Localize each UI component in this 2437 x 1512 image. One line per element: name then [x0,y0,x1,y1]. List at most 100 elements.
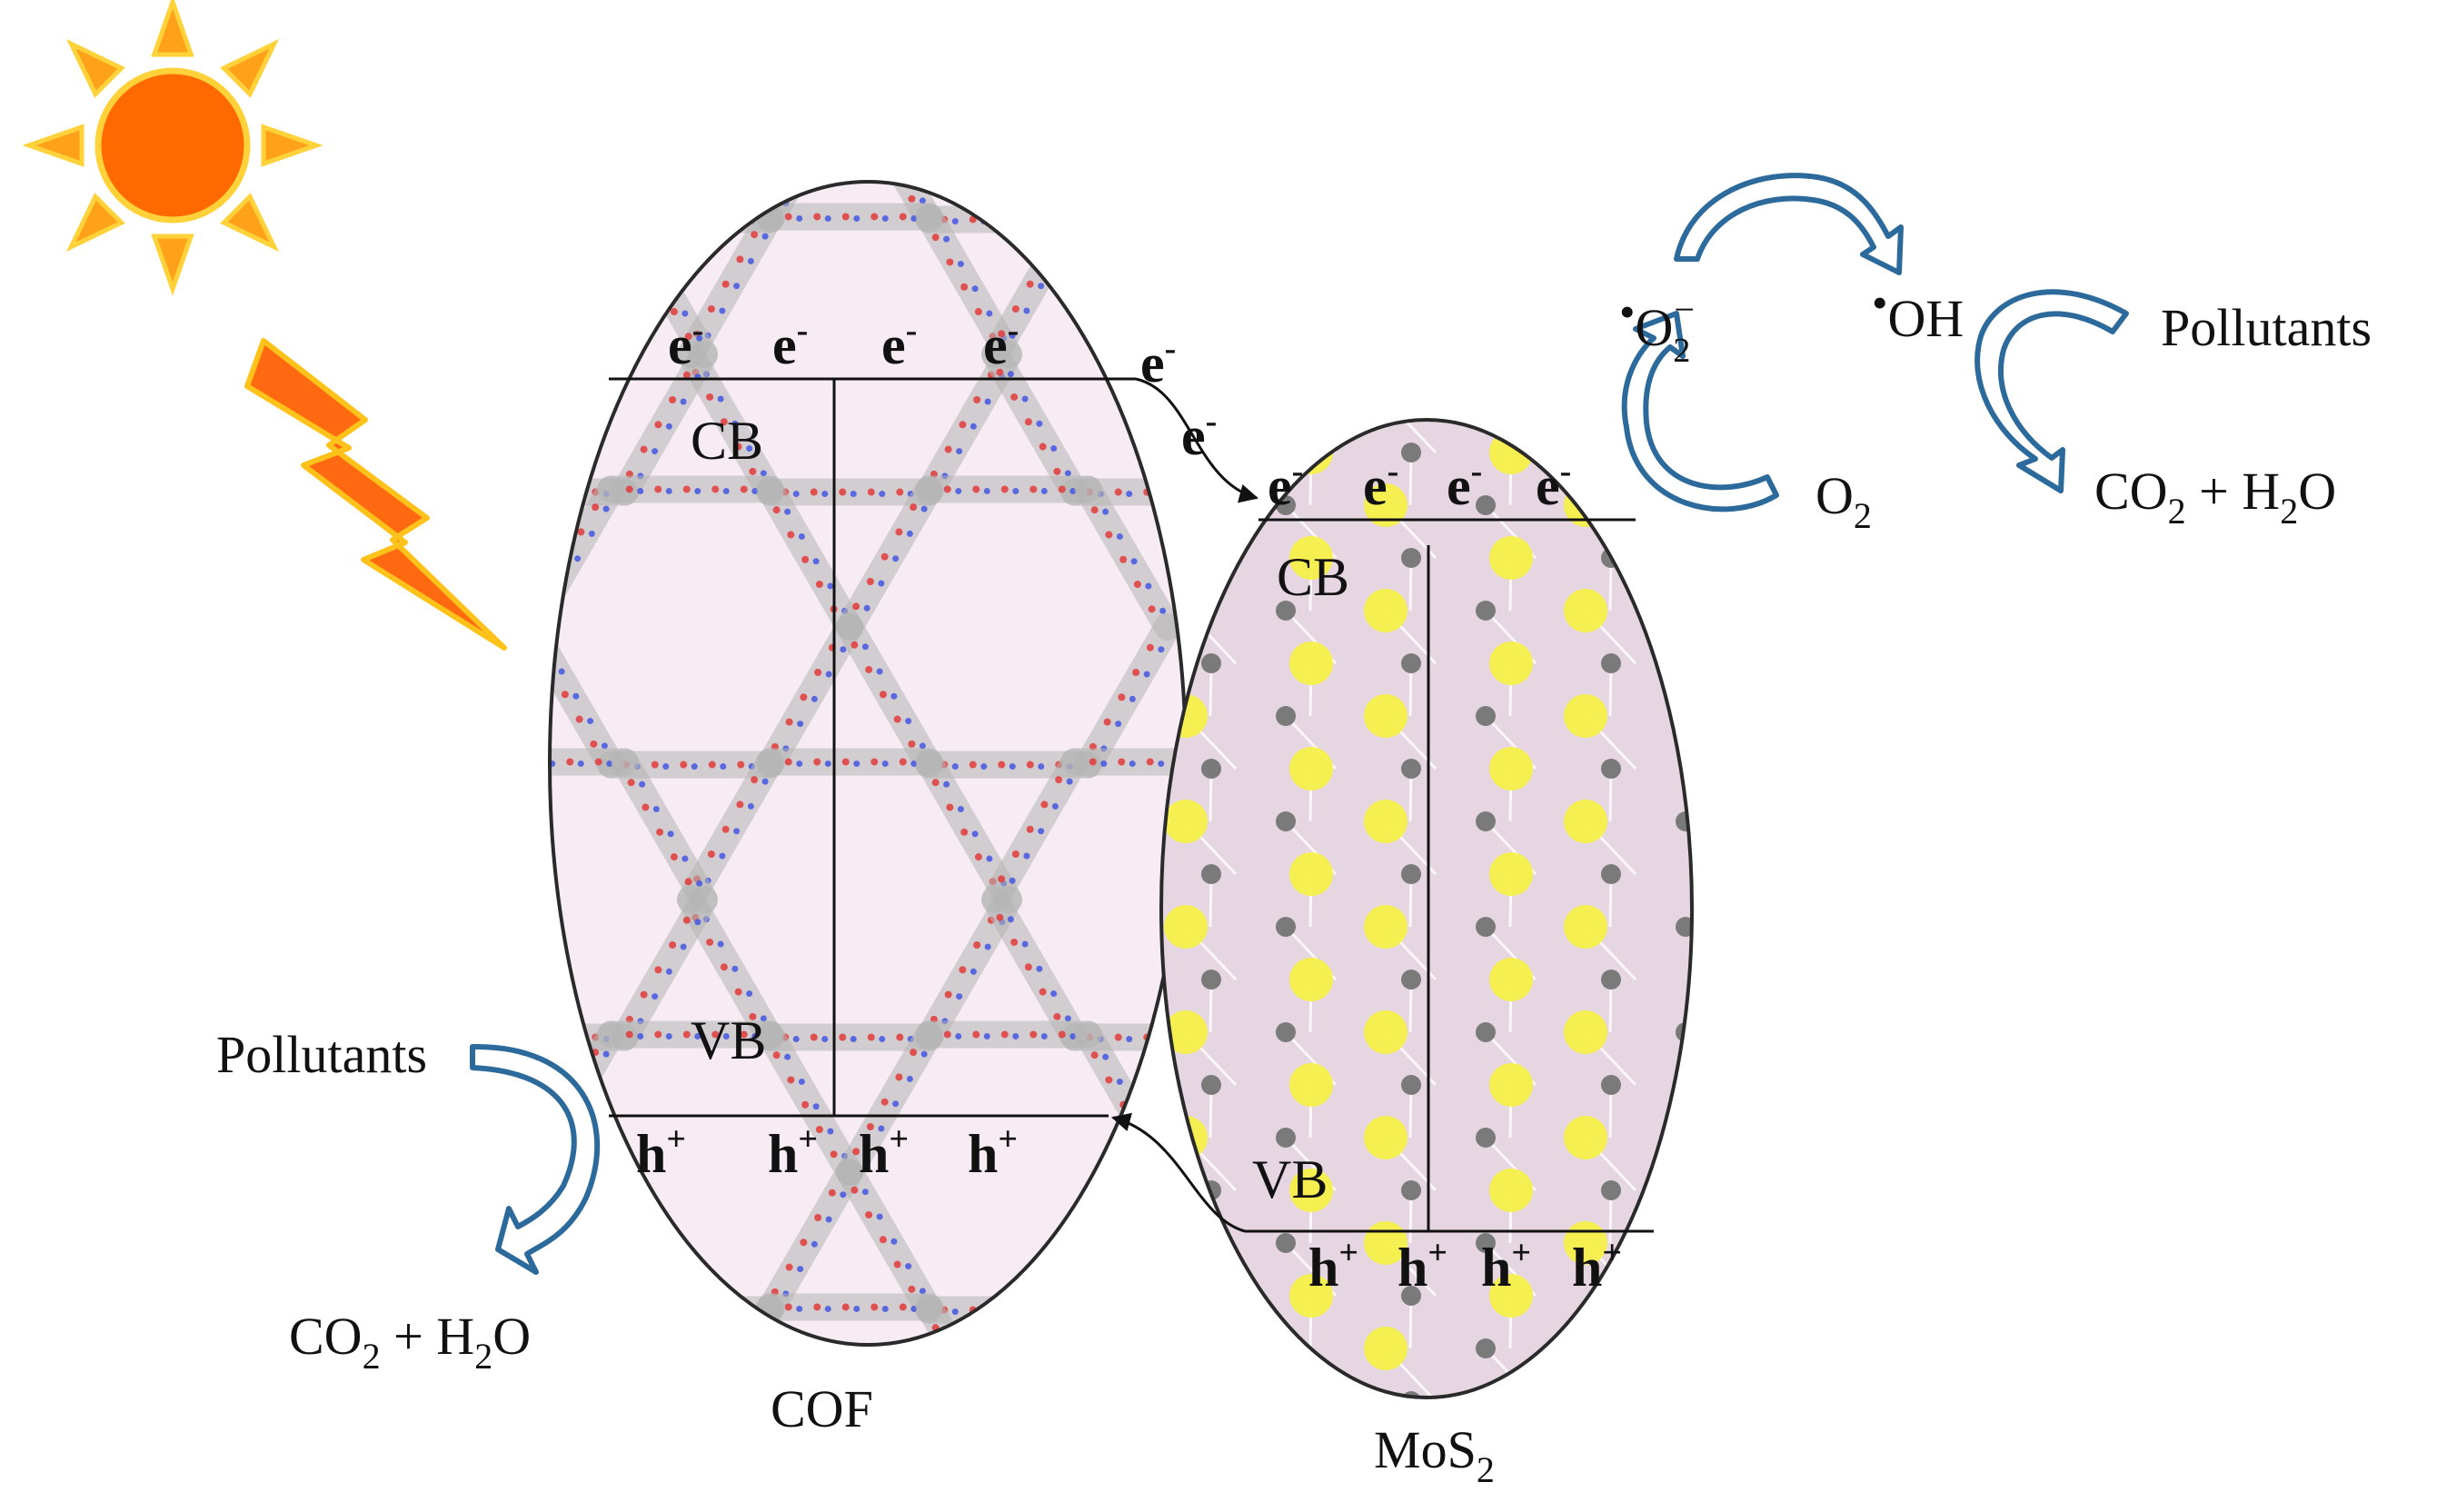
cof-atom [960,828,969,836]
mos2-bond [1684,503,1692,560]
cof-atom [955,1032,962,1040]
cof-atom [974,308,982,316]
cof-atom [1040,801,1049,809]
mos2-sulfur-atom [1489,852,1533,896]
cof-atom [959,966,967,974]
cof-atom [1009,877,1016,884]
cof-atom [590,740,598,748]
cof-atom [669,941,677,950]
cof-atom [879,1036,886,1043]
cof-atom [919,197,926,204]
left-curved-arrow [470,1043,601,1275]
cof-atom [1263,421,1270,428]
cof-atom [878,1125,885,1132]
cof-atom [919,1288,926,1295]
cof-atom [432,255,439,263]
cof-atom [656,828,664,836]
cof-atom [577,528,585,536]
cof-atom [1089,197,1097,205]
cof-atom [910,1049,918,1057]
cof-atom [1064,1015,1071,1022]
cof-atom [1159,63,1166,69]
cof-atom [1134,35,1141,43]
cof-atom [899,213,907,221]
cof-atom [821,491,829,498]
cof-atom [414,852,421,859]
cof-framework-strut [771,0,850,82]
cof-atom [861,643,869,651]
cof-vb-label: VB [691,1010,766,1070]
cof-atom [880,1098,889,1106]
cof-atom [550,643,551,651]
mos2-bond [1710,1401,1711,1454]
mos2-mo-atom [1276,390,1296,410]
cof-atom [538,758,545,765]
cof-atom [1069,487,1077,494]
mos2-sulfur-atom [1689,642,1692,685]
cof-atom [708,761,716,769]
mos2-mo-atom [1401,1286,1421,1306]
cof-atom [1023,852,1030,860]
cof-atom [574,555,582,562]
mos2-hole-group: h+h+h+h+ [1308,1234,1622,1298]
mos2-mo-atom [1676,1338,1692,1358]
cof-atom [1262,261,1268,267]
cof-atom [1012,487,1020,494]
cof-atom [749,467,757,475]
cof-atom [1009,218,1016,225]
cof-atom [1038,763,1045,771]
cof-atom [532,1187,540,1194]
cof-atom [1024,963,1032,971]
cof-framework-strut [756,1159,863,1324]
cof-atom [920,505,928,512]
cof-framework-strut [756,613,863,779]
cof-atom [1040,255,1049,264]
cof-atom [532,96,540,104]
mos2-sulfur-atom [1689,852,1692,896]
cof-atom [1146,643,1154,652]
cof-atom [652,993,659,1000]
mos2-bond [1710,1296,1711,1348]
cof-atom [892,555,900,562]
cof-atom [990,1423,997,1430]
sun-ray [65,193,125,253]
cof-atom [865,1210,873,1219]
left-degradation-reaction: Pollutants CO2 + H2O [216,1025,601,1377]
hole-transfer-arrow [1110,1112,1246,1233]
mos2-bond [1608,452,1613,506]
cof-atom [1143,1216,1150,1223]
cof-atom [414,307,421,313]
cof-atom [816,35,823,43]
cof-atom [960,283,969,291]
cof-atom [760,470,767,477]
cof-atom [665,968,672,975]
mos2-sulfur-atom [1364,420,1407,422]
cof-atom [662,763,670,771]
cof-atom [798,532,805,540]
electron-carrier: e- [1268,453,1303,516]
right-products-label: CO2 + H2O [2094,462,2336,532]
cof-atom [876,1213,883,1220]
superoxide-label: •O2− [1619,286,1695,370]
cof-atom [1038,218,1045,225]
cof-atom [998,1306,1006,1314]
cof-atom [906,1075,913,1082]
cof-atom [850,1036,857,1043]
cof-atom [587,1263,594,1270]
cof-atom [831,60,838,67]
cof-atom [521,761,527,767]
cof-atom [1026,280,1034,288]
mos2-sulfur-atom [1289,1169,1333,1212]
cof-atom [1148,1150,1156,1159]
cof-atom [792,491,800,498]
mos2-sulfur-atom [1689,1169,1692,1212]
mos2-bond [1510,1401,1511,1454]
cof-atom [633,1308,641,1316]
cof-atom [1159,607,1167,614]
cof-atom [637,1032,644,1040]
cof-atom [577,760,584,767]
cof-atom [1100,200,1108,207]
cof-atom [881,1305,889,1312]
cof-atom [867,33,874,40]
mos2-sulfur-atom [1564,420,1607,422]
